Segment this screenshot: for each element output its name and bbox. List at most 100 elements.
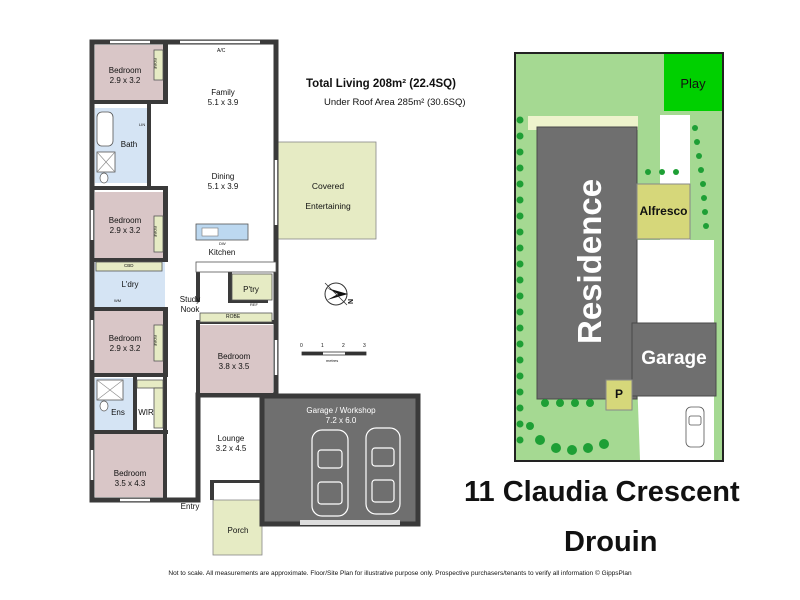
room-garage-workshop: Garage / Workshop 7.2 x 6.0 bbox=[300, 406, 382, 426]
room-bath: Bath bbox=[114, 140, 144, 150]
garage-car-2 bbox=[365, 427, 401, 515]
room-name: Garage / Workshop bbox=[306, 406, 376, 415]
label-ac: A/C bbox=[217, 48, 226, 54]
scale-unit: metres bbox=[326, 358, 339, 363]
room-name: Bedroom bbox=[108, 334, 142, 343]
site-residence-label: Residence bbox=[571, 178, 608, 344]
room-family: Family 5.1 x 3.9 bbox=[195, 88, 251, 108]
site-porch-label: P bbox=[614, 387, 623, 401]
under-roof-area: Under Roof Area 285m² (30.6SQ) bbox=[324, 97, 466, 108]
robe-bed3 bbox=[153, 324, 164, 362]
room-name: P'try bbox=[243, 285, 259, 294]
room-wir: WIR bbox=[136, 408, 156, 418]
room-name: Entry bbox=[180, 502, 200, 511]
room-dims: 3.2 x 4.5 bbox=[215, 444, 247, 453]
garage-block bbox=[631, 322, 717, 397]
robe-bed4 bbox=[199, 312, 273, 323]
room-name: WIR bbox=[138, 408, 154, 417]
room-ensuite: Ens bbox=[106, 408, 130, 418]
driveway-car bbox=[685, 406, 705, 448]
room-name: Lounge bbox=[217, 434, 245, 443]
bedroom-top-fill bbox=[95, 45, 165, 100]
room-name: Covered bbox=[311, 181, 345, 191]
room-entry: Entry bbox=[172, 502, 208, 512]
porch-area bbox=[212, 499, 263, 556]
room-name: Bedroom bbox=[113, 469, 147, 478]
room-dims: 2.9 x 3.2 bbox=[109, 344, 141, 353]
ensuite-toilet bbox=[99, 400, 109, 412]
room-lounge: Lounge 3.2 x 4.5 bbox=[206, 434, 256, 454]
room-bedroom-top: Bedroom 2.9 x 3.2 bbox=[100, 66, 150, 86]
toilet bbox=[99, 172, 109, 184]
room-pantry: P'try bbox=[236, 285, 266, 295]
bedroom-3-fill bbox=[95, 311, 165, 373]
label-cbd: CBD bbox=[124, 263, 134, 268]
room-name: Bedroom bbox=[108, 66, 142, 75]
kitchen-bench bbox=[195, 261, 277, 273]
room-name: L'dry bbox=[121, 280, 139, 289]
bedroom-4-fill bbox=[198, 325, 273, 393]
site-plan bbox=[514, 52, 724, 462]
room-name: Porch bbox=[227, 526, 249, 535]
disclaimer-text: Not to scale. All measurements are appro… bbox=[168, 570, 632, 577]
room-kitchen: Kitchen bbox=[200, 248, 244, 258]
robe-top bbox=[153, 49, 164, 81]
bathtub bbox=[96, 111, 114, 147]
site-play-label: Play bbox=[680, 76, 706, 91]
scale-tick-0: 0 bbox=[300, 343, 303, 349]
room-dims: 5.1 x 3.9 bbox=[207, 182, 239, 191]
kitchen-sink bbox=[201, 227, 219, 237]
room-bedroom-4: Bedroom 3.8 x 3.5 bbox=[208, 352, 260, 372]
covered-entertaining-area bbox=[275, 141, 377, 240]
scale-tick-2: 2 bbox=[342, 343, 345, 349]
label-lin: LIN bbox=[139, 122, 146, 127]
scale-tick-1: 1 bbox=[321, 343, 324, 349]
floor-plan bbox=[89, 39, 421, 556]
play-area bbox=[664, 54, 722, 111]
room-dims: 3.8 x 3.5 bbox=[218, 362, 250, 371]
scale-bar bbox=[301, 351, 367, 356]
room-name: Bedroom bbox=[108, 216, 142, 225]
bedroom-2-fill bbox=[95, 192, 165, 258]
room-bedroom-2: Bedroom 2.9 x 3.2 bbox=[100, 216, 150, 236]
label-robe-bed2: ROBE bbox=[153, 226, 158, 238]
total-living: Total Living 208m² (22.4SQ) bbox=[306, 78, 456, 90]
room-name: Bedroom bbox=[217, 352, 251, 361]
pantry-shelf bbox=[231, 273, 273, 301]
room-name: Ens bbox=[111, 408, 125, 417]
room-bedroom-3: Bedroom 2.9 x 3.2 bbox=[100, 334, 150, 354]
label-wm: WM bbox=[114, 298, 122, 303]
room-covered-entertaining: Covered Entertaining bbox=[290, 176, 366, 216]
porch-block bbox=[605, 379, 633, 411]
site-garage-label: Garage bbox=[641, 348, 707, 369]
wir-shelf bbox=[136, 379, 164, 389]
room-porch: Porch bbox=[218, 526, 258, 536]
room-dims: 2.9 x 3.2 bbox=[109, 76, 141, 85]
label-robe-bed3: ROBE bbox=[153, 335, 158, 347]
room-name: Study Nook bbox=[179, 295, 201, 314]
room-name: Bath bbox=[120, 140, 138, 149]
label-dw: DW bbox=[219, 241, 226, 246]
robe-bed2 bbox=[153, 215, 164, 253]
master-bedroom-fill bbox=[95, 433, 165, 497]
residence-block bbox=[536, 126, 638, 400]
room-name-2: Entertaining bbox=[305, 201, 351, 211]
room-name: Kitchen bbox=[208, 248, 236, 257]
garage-car-1 bbox=[311, 429, 349, 517]
address-suburb: Drouin bbox=[564, 526, 658, 558]
room-dims: 3.5 x 4.3 bbox=[114, 479, 146, 488]
room-name: Family bbox=[211, 88, 235, 97]
address-street: 11 Claudia Crescent bbox=[464, 476, 740, 508]
room-laundry: L'dry bbox=[112, 280, 148, 290]
compass-graphic bbox=[324, 282, 348, 306]
alfresco-block bbox=[636, 183, 691, 240]
room-dining: Dining 5.1 x 3.9 bbox=[195, 172, 251, 192]
wir-shelf-side bbox=[153, 387, 164, 429]
room-dims: 7.2 x 6.0 bbox=[325, 416, 357, 425]
cbd-cupboard bbox=[95, 261, 163, 272]
room-name: Dining bbox=[211, 172, 235, 181]
site-alfresco-label: Alfresco bbox=[639, 204, 688, 218]
label-robe-top: ROBE bbox=[153, 58, 158, 70]
label-robe-bed4: ROBE bbox=[226, 314, 241, 320]
scale-tick-3: 3 bbox=[363, 343, 366, 349]
